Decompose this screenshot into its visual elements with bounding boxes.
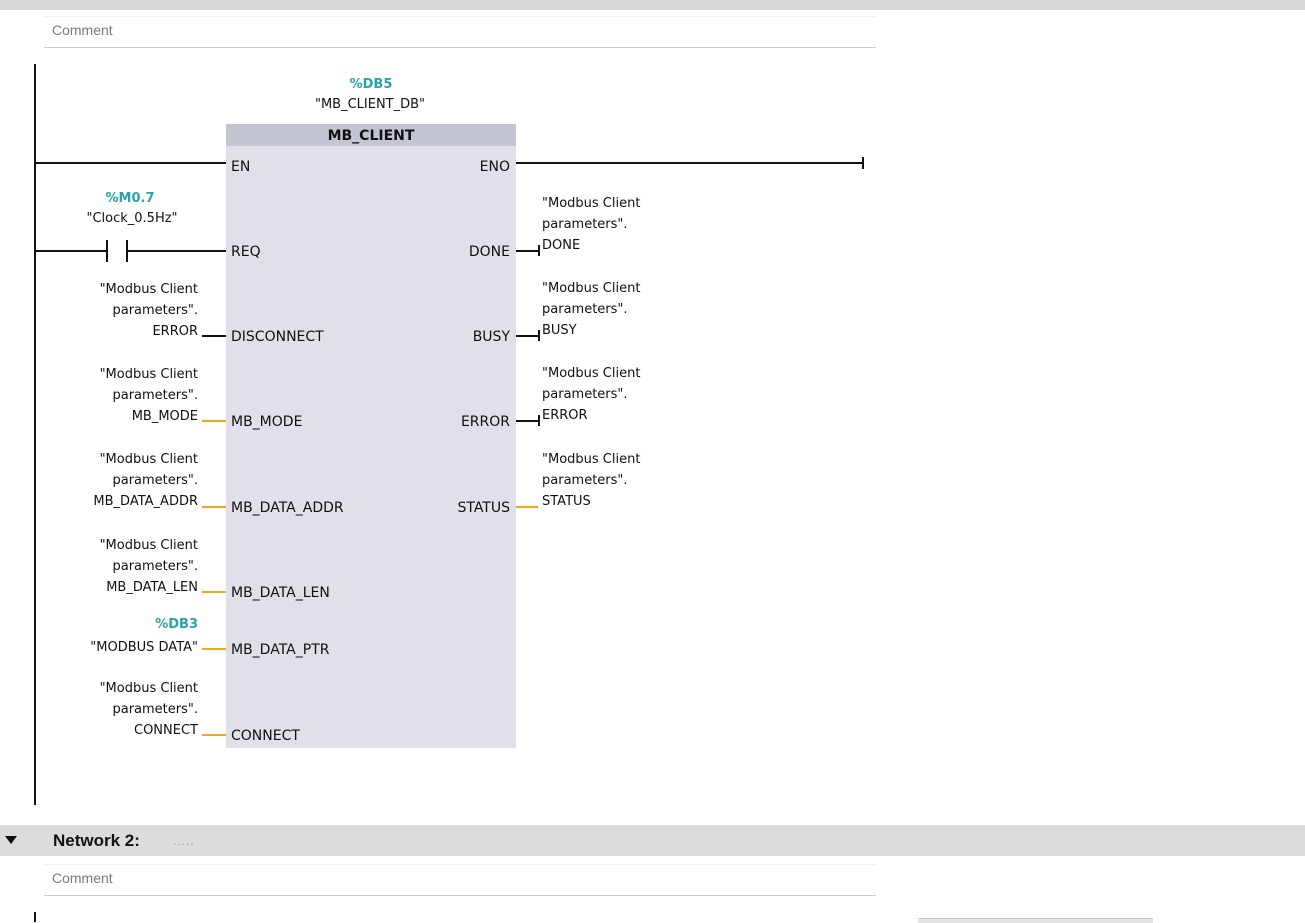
right-rail-end: [862, 157, 864, 169]
done-coil-tick: [538, 245, 540, 256]
pin-eno: ENO: [479, 159, 510, 175]
operand-mb-data-ptr-address[interactable]: %DB3: [155, 617, 198, 632]
left-power-rail: [34, 64, 36, 805]
eno-output-wire: [516, 162, 864, 164]
network2-comment-placeholder: Comment: [52, 870, 113, 886]
network2-title-field[interactable]: .....: [173, 834, 195, 848]
disconnect-wire: [202, 335, 226, 337]
horizontal-scrollbar[interactable]: [918, 918, 1153, 923]
network1-comment-placeholder: Comment: [52, 22, 113, 38]
pin-done: DONE: [468, 244, 510, 260]
pin-mb-mode: MB_MODE: [231, 414, 303, 430]
instance-db-name[interactable]: "MB_CLIENT_DB": [314, 97, 426, 112]
pin-mb-data-ptr: MB_DATA_PTR: [231, 642, 330, 658]
mb-mode-wire: [202, 420, 226, 422]
busy-wire: [516, 335, 540, 337]
pin-busy: BUSY: [472, 329, 510, 345]
req-wire-right: [128, 250, 226, 252]
triangle-down-icon[interactable]: [5, 836, 17, 844]
contact-name[interactable]: "Clock_0.5Hz": [86, 211, 178, 226]
en-rung-wire: [34, 162, 226, 164]
pin-en: EN: [231, 159, 251, 175]
done-wire: [516, 250, 540, 252]
no-contact-icon[interactable]: [106, 240, 130, 262]
network1-header-bar[interactable]: [0, 0, 1305, 10]
pin-mb-data-addr: MB_DATA_ADDR: [231, 500, 344, 516]
pin-status: STATUS: [457, 500, 510, 516]
contact-address[interactable]: %M0.7: [105, 191, 155, 206]
status-wire: [516, 506, 538, 508]
mb-data-len-wire: [202, 591, 226, 593]
mb-data-ptr-wire: [202, 648, 226, 650]
network2-power-rail: [34, 912, 36, 922]
network2-header[interactable]: Network 2: .....: [0, 825, 1305, 856]
req-wire-left: [34, 250, 106, 252]
error-coil-tick: [538, 415, 540, 426]
busy-coil-tick: [538, 330, 540, 341]
network1-comment-field[interactable]: Comment: [44, 16, 876, 48]
error-wire: [516, 420, 540, 422]
operand-mb-data-ptr-name[interactable]: "MODBUS DATA": [90, 640, 198, 655]
mb-client-block[interactable]: [226, 124, 516, 748]
pin-mb-data-len: MB_DATA_LEN: [231, 585, 330, 601]
pin-req: REQ: [231, 244, 261, 260]
mb-client-block-title: MB_CLIENT: [226, 124, 516, 146]
connect-wire: [202, 734, 226, 736]
instance-db-address[interactable]: %DB5: [349, 77, 393, 92]
pin-disconnect: DISCONNECT: [231, 329, 324, 345]
pin-error: ERROR: [460, 414, 510, 430]
network2-comment-field[interactable]: Comment: [44, 864, 876, 896]
network2-title: Network 2:: [53, 831, 140, 850]
mb-data-addr-wire: [202, 506, 226, 508]
pin-connect: CONNECT: [231, 728, 300, 744]
